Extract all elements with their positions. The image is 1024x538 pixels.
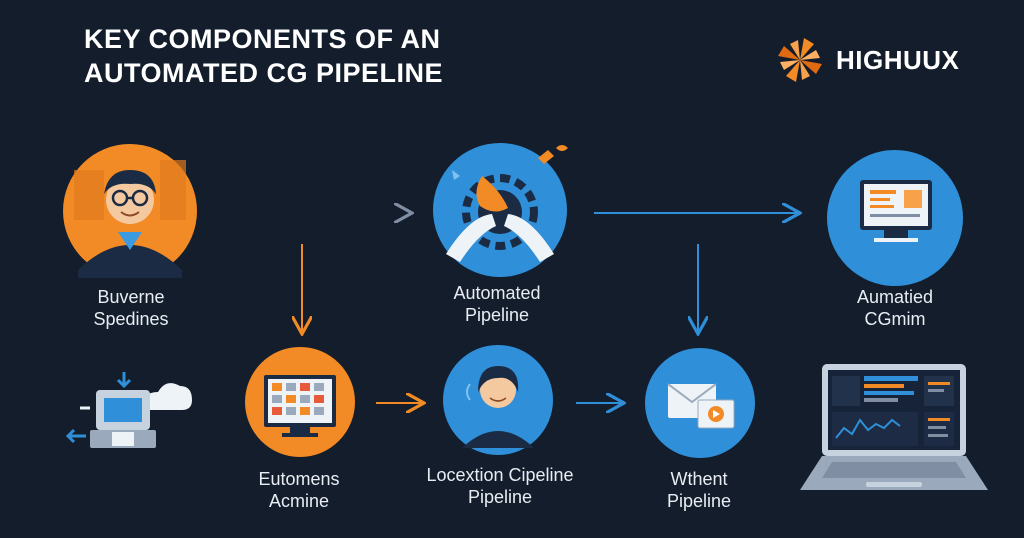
label-line-1: Buverne	[97, 287, 165, 307]
media-window-icon	[645, 348, 755, 458]
label-line-1: Locextion Cipeline	[426, 465, 574, 485]
label-line-1: Aumatied	[856, 287, 934, 307]
brand-name: HIGHUUX	[836, 44, 960, 75]
node-label-location-pipeline: Locextion Cipeline Pipeline	[394, 464, 606, 508]
node-label-automation-engine: Eutomens Acmine	[204, 468, 394, 512]
node-label-automated-pipeline: Automated Pipeline	[402, 282, 592, 326]
label-line-2: Pipeline	[666, 491, 732, 511]
title-line-2: AUTOMATED CG PIPELINE	[84, 58, 444, 88]
label-line-2: Pipeline	[467, 487, 533, 507]
developer-avatar-icon	[63, 144, 197, 278]
grid-monitor-icon	[245, 347, 355, 457]
artist-avatar-icon	[443, 345, 553, 455]
hands-gear-icon	[433, 143, 568, 277]
laptop-dashboard-icon	[800, 364, 988, 490]
brand-logo: HIGHUUX	[772, 32, 959, 88]
label-line-2: Pipeline	[464, 305, 530, 325]
monitor-icon	[827, 150, 963, 286]
cloud-server-icon	[65, 372, 192, 448]
title-line-1: KEY COMPONENTS OF AN	[84, 24, 441, 54]
label-line-1: Wthent	[670, 469, 728, 489]
label-line-1: Automated	[453, 283, 541, 303]
label-line-2: Acmine	[268, 491, 330, 511]
label-line-2: CGmim	[864, 309, 926, 329]
node-label-business-specs: Buverne Spedines	[36, 286, 226, 330]
label-line-2: Spedines	[93, 309, 169, 329]
pinwheel-logo-icon	[778, 38, 822, 82]
node-label-render-pipeline: Wthent Pipeline	[604, 468, 794, 512]
label-line-1: Eutomens	[258, 469, 340, 489]
node-label-automated-cg: Aumatied CGmim	[800, 286, 990, 330]
page-title: KEY COMPONENTS OF AN AUTOMATED CG PIPELI…	[84, 22, 443, 90]
